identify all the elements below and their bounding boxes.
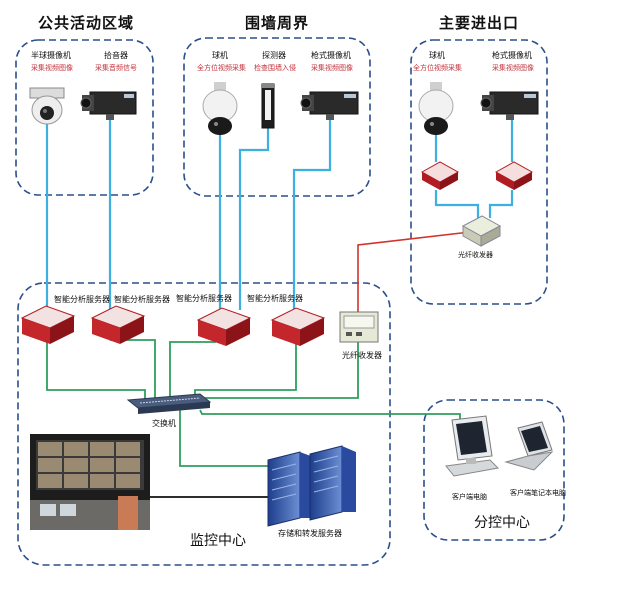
device-label: 球机 bbox=[212, 51, 228, 60]
switch-label: 交换机 bbox=[152, 419, 176, 428]
device-sub-label: 采集视频图像 bbox=[31, 64, 73, 72]
box-camera-icon bbox=[80, 91, 137, 120]
analysis-server-label: 智能分析服务器 bbox=[176, 294, 232, 303]
zone-main-entrance bbox=[410, 39, 548, 305]
device-sub-label: 全方位视频采集 bbox=[413, 64, 462, 72]
zone-title-monitor-center: 监控中心 bbox=[190, 533, 246, 549]
zone-monitor-center bbox=[17, 282, 391, 566]
device-label: 半球摄像机 bbox=[31, 51, 71, 60]
ptz-dome-icon bbox=[202, 82, 238, 135]
device-label: 探测器 bbox=[262, 51, 286, 60]
zone-title-main-entrance: 主要进出口 bbox=[439, 14, 520, 32]
zone-public-area bbox=[15, 39, 154, 196]
switch-icon bbox=[126, 393, 212, 414]
device-sub-label: 全方位视频采集 bbox=[197, 64, 246, 72]
zone-perimeter bbox=[183, 37, 371, 197]
analysis-server-icon bbox=[270, 307, 326, 346]
box-camera-icon bbox=[480, 91, 539, 120]
device-label: 枪式摄像机 bbox=[492, 51, 532, 60]
fiber-transceiver-icon bbox=[461, 215, 502, 247]
device-sub-label: 采集视频图像 bbox=[311, 64, 353, 72]
analysis-server-label: 智能分析服务器 bbox=[54, 295, 110, 304]
desktop-pc-icon bbox=[445, 415, 500, 477]
fiber-transceiver-icon bbox=[339, 311, 379, 343]
fiber-transceiver-label: 光纤收发器 bbox=[342, 351, 382, 360]
fiber-cable bbox=[357, 231, 471, 312]
device-sub-label: 采集视频图像 bbox=[492, 64, 534, 72]
device-sub-label: 采集音频信号 bbox=[95, 64, 137, 72]
zone-title-sub-center: 分控中心 bbox=[474, 515, 530, 531]
laptop-icon bbox=[504, 421, 554, 471]
encoder-icon bbox=[420, 161, 460, 190]
device-label: 拾音器 bbox=[104, 51, 128, 60]
analysis-server-icon bbox=[20, 305, 76, 344]
client-pc-label: 客户端电脑 bbox=[452, 493, 487, 501]
zone-title-perimeter: 围墙周界 bbox=[245, 14, 310, 32]
analysis-server-label: 智能分析服务器 bbox=[114, 295, 170, 304]
storage-server-icon bbox=[267, 445, 356, 527]
analysis-server-icon bbox=[90, 305, 146, 344]
device-label: 枪式摄像机 bbox=[311, 51, 351, 60]
encoder-icon bbox=[494, 161, 534, 190]
storage-server-label: 存储和转发服务器 bbox=[278, 529, 342, 538]
zone-title-public-area: 公共活动区域 bbox=[38, 14, 135, 32]
video-wall-image bbox=[30, 434, 150, 530]
zone-sub-center bbox=[423, 399, 565, 541]
client-laptop-label: 客户端笔记本电脑 bbox=[510, 489, 566, 497]
device-label: 球机 bbox=[429, 51, 445, 60]
analysis-server-label: 智能分析服务器 bbox=[247, 294, 303, 303]
device-sub-label: 检查围墙入侵 bbox=[254, 64, 296, 72]
video-cables bbox=[45, 118, 514, 310]
detector-icon bbox=[261, 83, 275, 129]
dome-camera-icon bbox=[29, 87, 65, 125]
fiber-transceiver-label: 光纤收发器 bbox=[458, 251, 493, 259]
analysis-server-icon bbox=[196, 307, 252, 346]
box-camera-icon bbox=[300, 91, 359, 120]
ptz-dome-icon bbox=[418, 82, 454, 135]
